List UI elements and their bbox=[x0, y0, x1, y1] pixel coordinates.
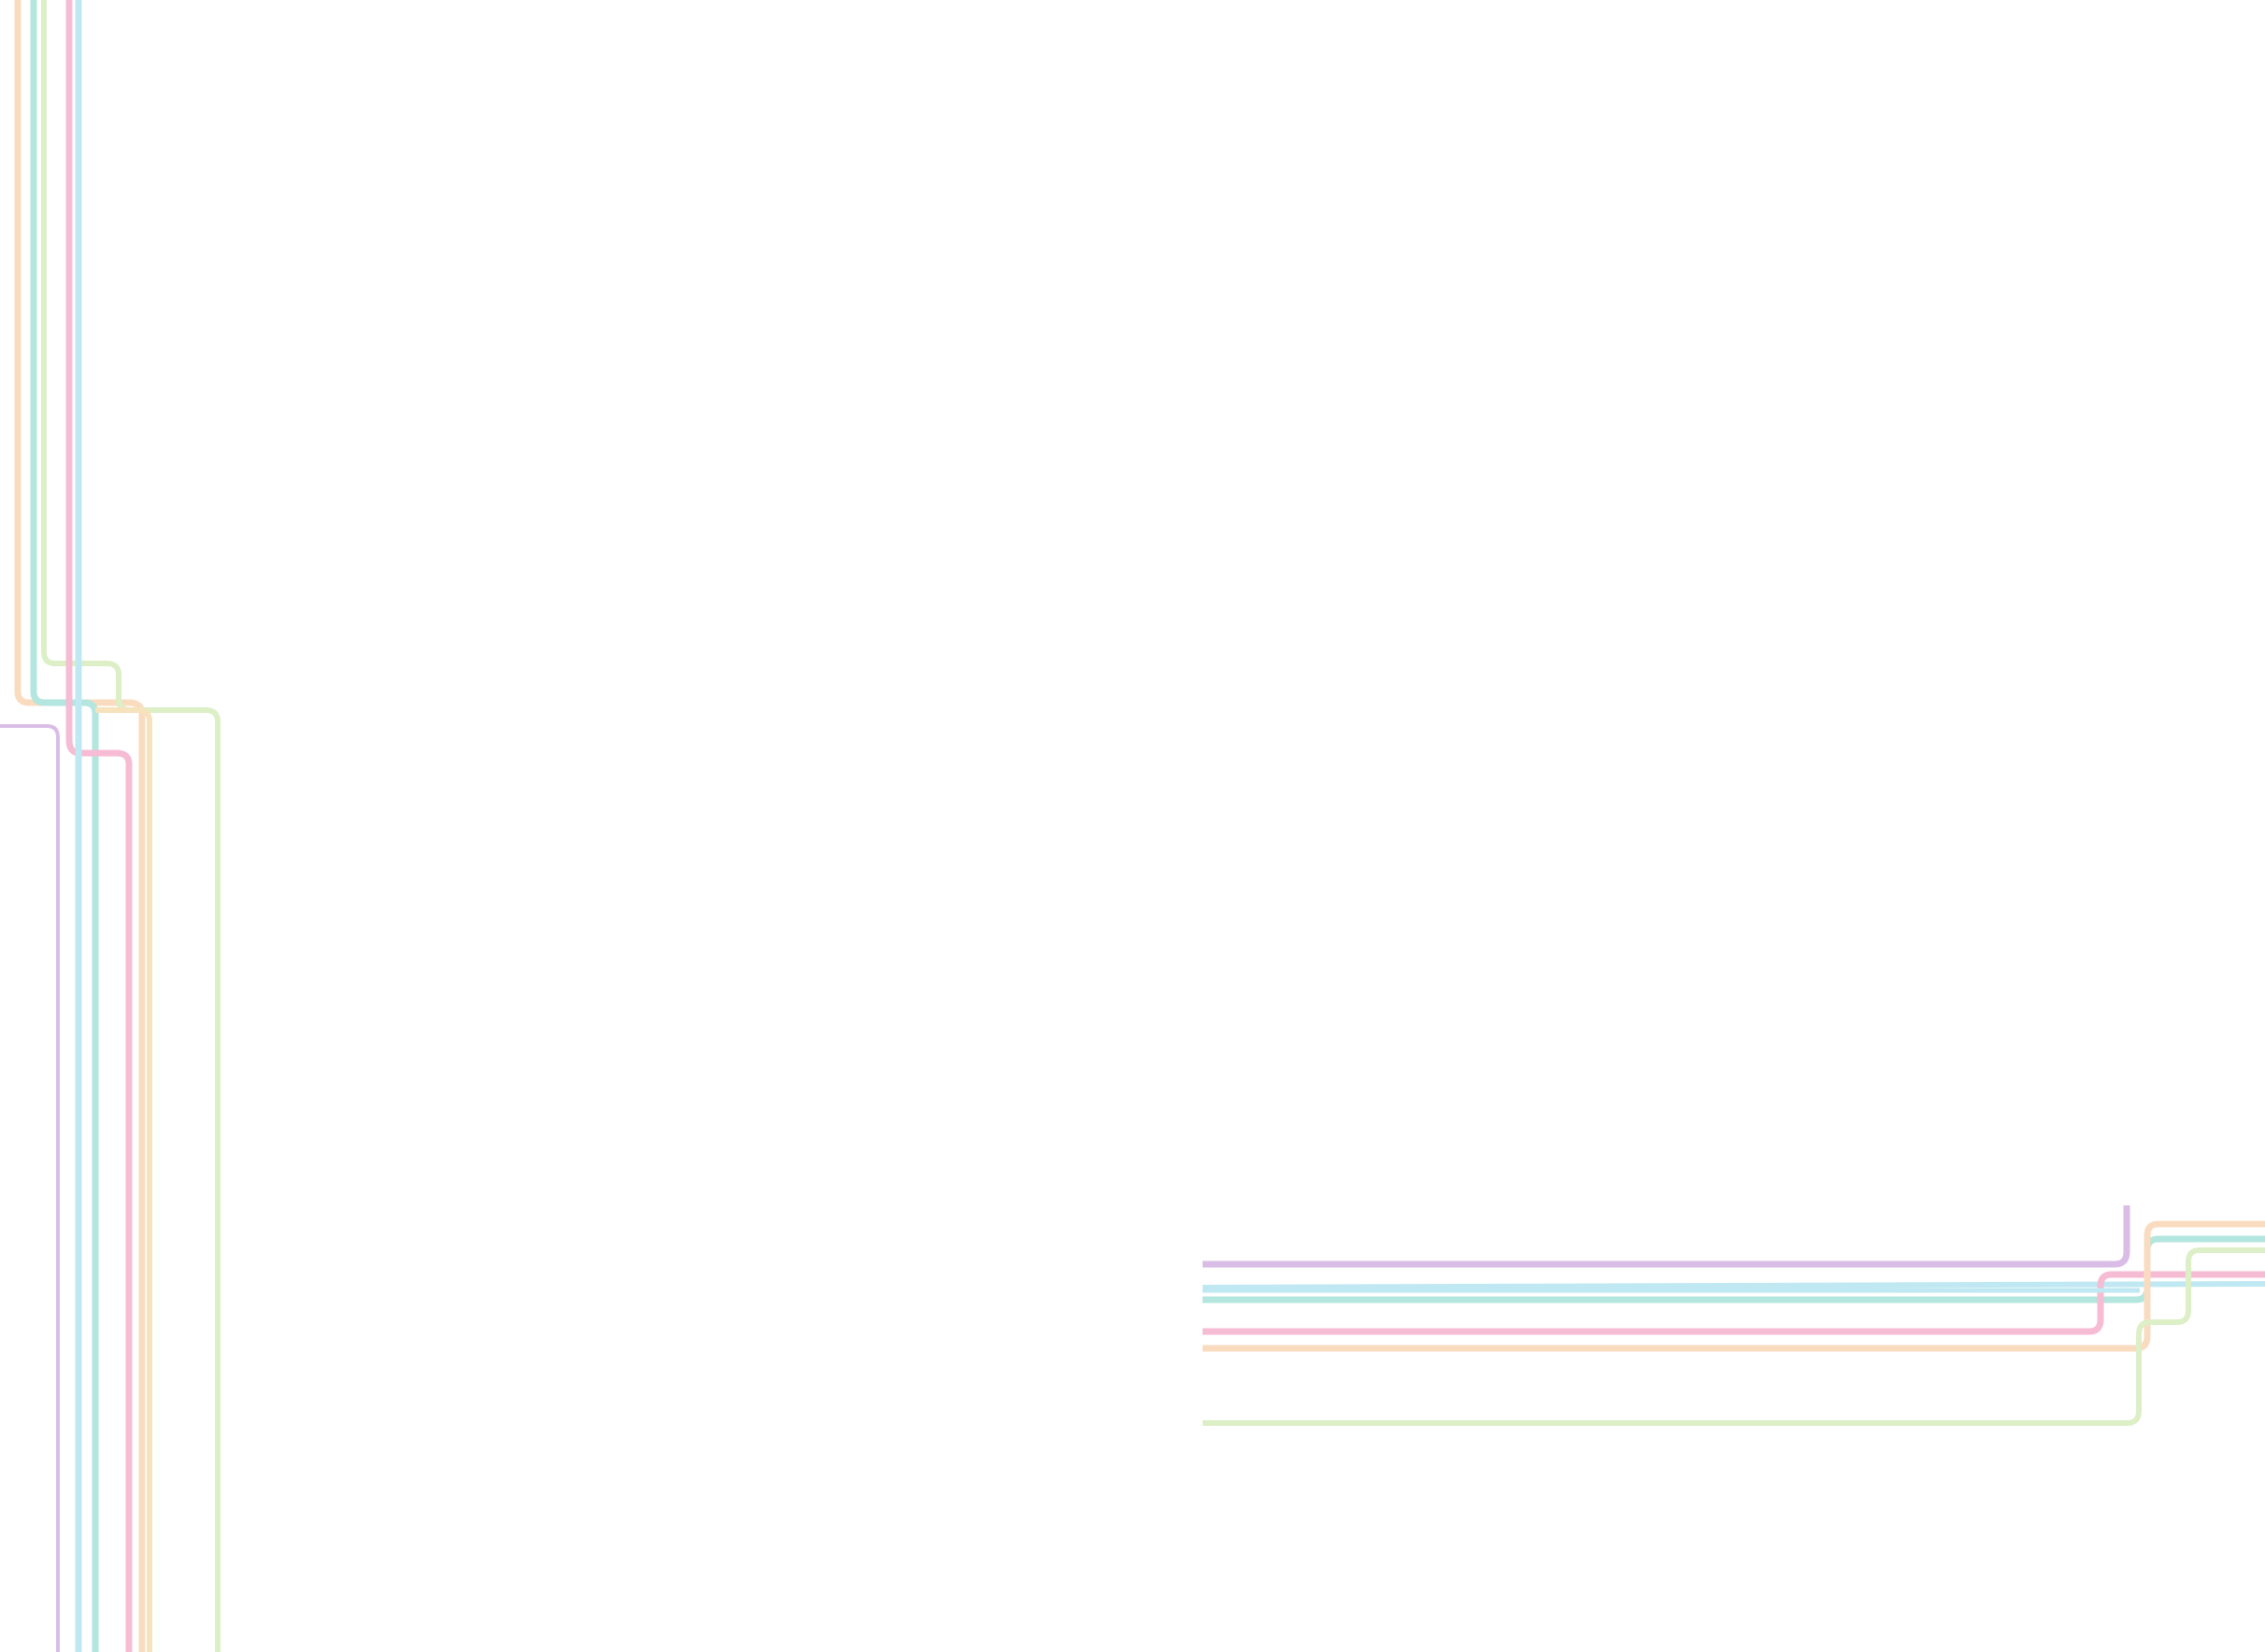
line-teal-top-left bbox=[30, 0, 99, 1652]
line-lime-bottom-right bbox=[1203, 1247, 2265, 1426]
line-pink-top-left bbox=[65, 0, 133, 1652]
line-cream-top-left bbox=[95, 707, 152, 1652]
line-sky-bottom-right bbox=[1202, 1281, 2265, 1290]
line-lime-top-left bbox=[41, 0, 221, 1652]
line-pink-bottom-right bbox=[1203, 1271, 2265, 1335]
line-lavender-bottom-right bbox=[1203, 1205, 2130, 1268]
line-lavender-top-left bbox=[0, 724, 60, 1652]
bottom-right-line-bundle bbox=[1202, 1205, 2265, 1426]
top-left-line-bundle bbox=[0, 0, 221, 1652]
